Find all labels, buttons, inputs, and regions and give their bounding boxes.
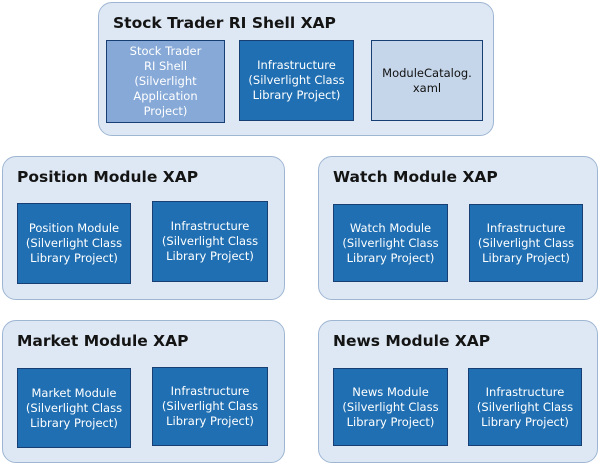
shell-application-project-label: Stock Trader RI Shell (Silverlight Appli…	[129, 44, 202, 118]
watch-infrastructure-label: Infrastructure (Silverlight Class Librar…	[477, 220, 575, 265]
market-infrastructure-label: Infrastructure (Silverlight Class Librar…	[161, 384, 259, 428]
watch-xap-container: Watch Module XAP Watch Module (Silverlig…	[318, 156, 598, 300]
news-module-box: News Module (Silverlight Class Library P…	[333, 368, 448, 446]
shell-infrastructure-box: Infrastructure (Silverlight Class Librar…	[239, 40, 354, 121]
position-infrastructure-label: Infrastructure (Silverlight Class Librar…	[161, 219, 259, 263]
position-module-label: Position Module (Silverlight Class Libra…	[25, 221, 123, 265]
shell-application-project-box: Stock Trader RI Shell (Silverlight Appli…	[106, 40, 225, 123]
position-module-box: Position Module (Silverlight Class Libra…	[17, 203, 131, 284]
news-infrastructure-box: Infrastructure (Silverlight Class Librar…	[468, 368, 582, 446]
module-catalog-box: ModuleCatalog. xaml	[371, 40, 483, 121]
module-catalog-label: ModuleCatalog. xaml	[382, 65, 472, 95]
news-xap-title: News Module XAP	[333, 332, 491, 350]
watch-xap-title: Watch Module XAP	[333, 168, 498, 186]
market-module-label: Market Module (Silverlight Class Library…	[25, 385, 123, 430]
watch-module-box: Watch Module (Silverlight Class Library …	[333, 204, 448, 282]
shell-infrastructure-label: Infrastructure (Silverlight Class Librar…	[248, 58, 345, 102]
news-module-label: News Module (Silverlight Class Library P…	[342, 384, 439, 429]
market-xap-container: Market Module XAP Market Module (Silverl…	[2, 320, 285, 463]
position-infrastructure-box: Infrastructure (Silverlight Class Librar…	[152, 201, 268, 282]
market-module-box: Market Module (Silverlight Class Library…	[17, 368, 131, 448]
news-xap-container: News Module XAP News Module (Silverlight…	[318, 320, 598, 463]
watch-infrastructure-box: Infrastructure (Silverlight Class Librar…	[469, 204, 583, 282]
news-infrastructure-label: Infrastructure (Silverlight Class Librar…	[476, 384, 574, 429]
position-xap-container: Position Module XAP Position Module (Sil…	[2, 156, 285, 300]
watch-module-label: Watch Module (Silverlight Class Library …	[342, 220, 439, 265]
position-xap-title: Position Module XAP	[17, 168, 199, 186]
market-xap-title: Market Module XAP	[17, 332, 189, 350]
shell-xap-title: Stock Trader RI Shell XAP	[113, 14, 336, 32]
shell-xap-container: Stock Trader RI Shell XAP Stock Trader R…	[98, 2, 494, 136]
market-infrastructure-box: Infrastructure (Silverlight Class Librar…	[152, 367, 268, 446]
